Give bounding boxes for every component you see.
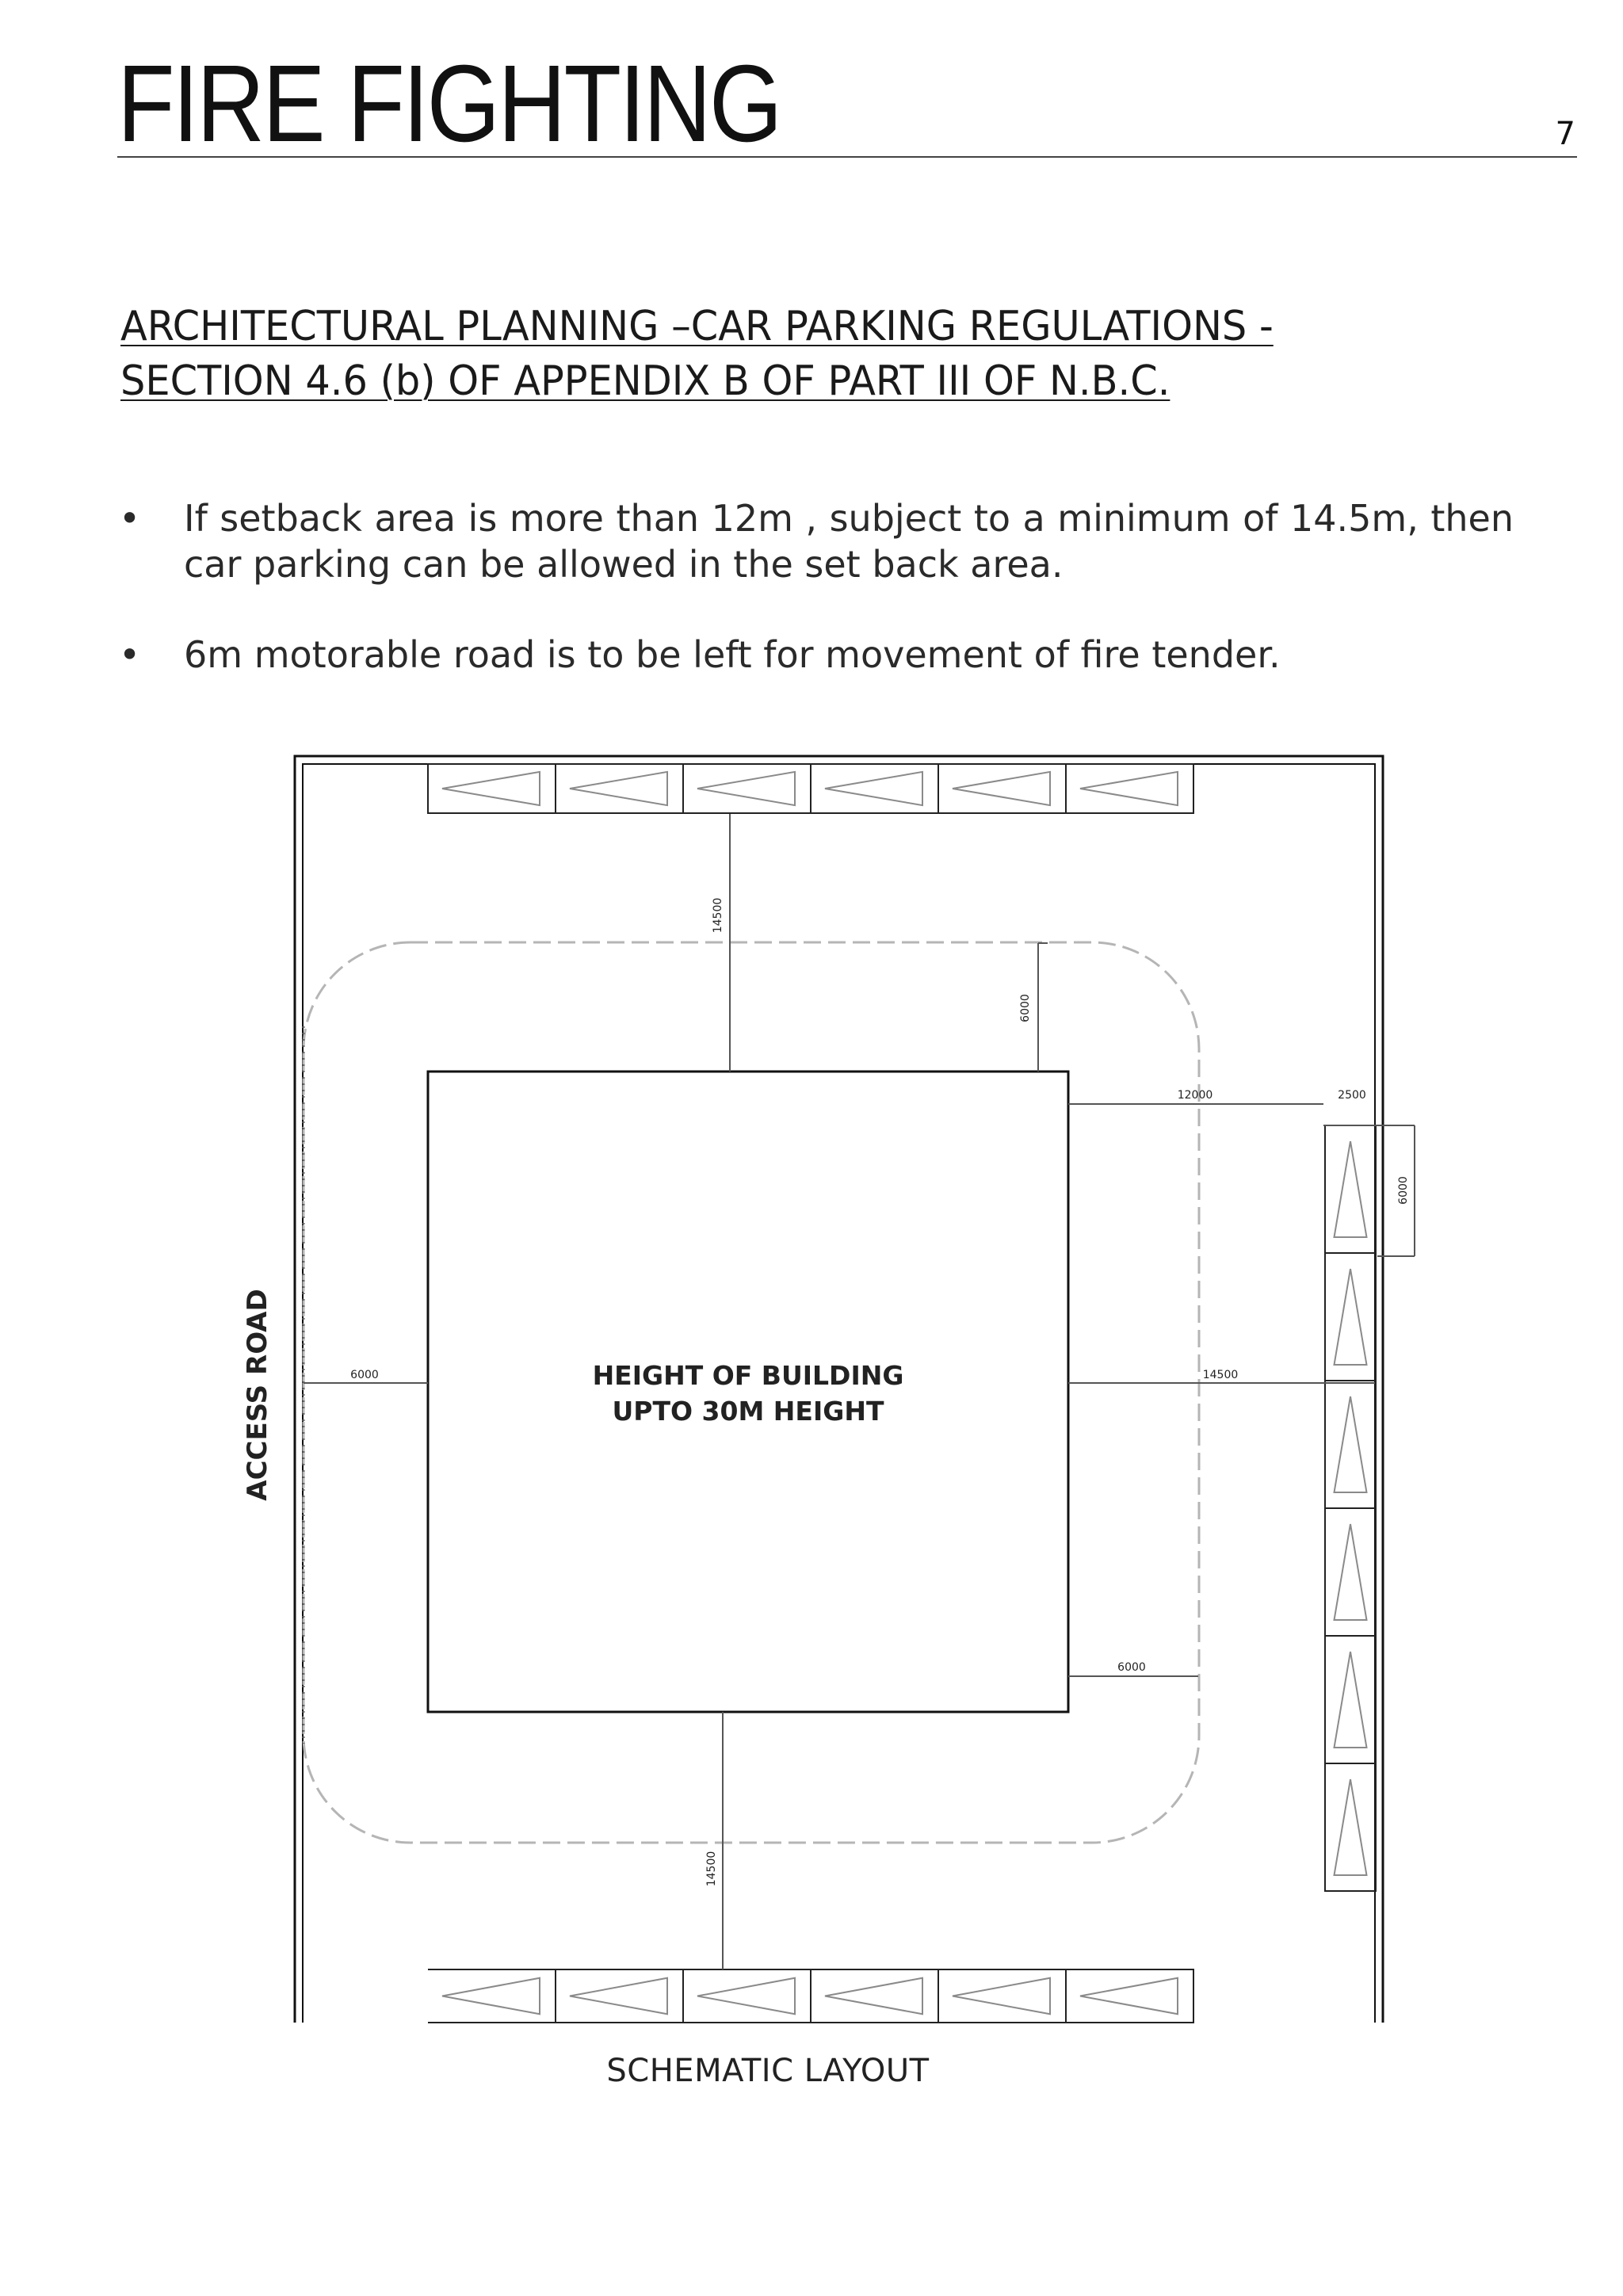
car-marker-icon	[569, 770, 668, 807]
building-label-line-1: HEIGHT OF BUILDING	[593, 1360, 904, 1391]
bullet-marker: •	[119, 633, 141, 676]
parking-bay	[555, 1969, 684, 2023]
access-road-label: ACCESS ROAD	[242, 1289, 273, 1500]
bullet-item: • If setback area is more than 12m , sub…	[119, 495, 1514, 587]
dimension-parking-bay-length: 6000	[1397, 1176, 1410, 1205]
section-heading-line-2: SECTION 4.6 (b) OF APPENDIX B OF PART II…	[120, 357, 1170, 405]
dimension-left-road: 6000	[350, 1369, 379, 1381]
parking-bay	[938, 763, 1067, 814]
section-heading-line-1: ARCHITECTURAL PLANNING –CAR PARKING REGU…	[120, 303, 1274, 350]
bullet-marker: •	[119, 497, 141, 540]
car-marker-icon	[1333, 1523, 1368, 1621]
parking-bay	[555, 763, 684, 814]
parking-row-top	[427, 763, 1194, 814]
building-label-line-2: UPTO 30M HEIGHT	[613, 1396, 884, 1427]
dimension-right-setback-top: 12000	[1178, 1089, 1213, 1102]
parking-bay	[938, 1969, 1067, 2023]
car-marker-icon	[441, 1977, 540, 2015]
parking-bay	[682, 763, 812, 814]
parking-bay	[427, 1969, 556, 2023]
dimension-right-road-bottom: 6000	[1117, 1661, 1146, 1674]
dimension-parking-depth: 2500	[1338, 1089, 1366, 1102]
parking-row-right	[1324, 1125, 1377, 1892]
parking-row-bottom	[427, 1969, 1194, 2023]
parking-bay	[682, 1969, 812, 2023]
schematic-caption: SCHEMATIC LAYOUT	[606, 2053, 930, 2089]
car-marker-icon	[569, 1977, 668, 2015]
car-marker-icon	[697, 770, 796, 807]
car-marker-icon	[824, 770, 923, 807]
car-marker-icon	[824, 1977, 923, 2015]
parking-bay	[1065, 763, 1194, 814]
building-footprint	[426, 1070, 1070, 1713]
dimension-lines	[304, 814, 1415, 1969]
dimension-right-setback-mid: 14500	[1203, 1369, 1239, 1381]
section-heading: ARCHITECTURAL PLANNING –CAR PARKING REGU…	[120, 300, 1476, 409]
car-marker-icon	[952, 1977, 1051, 2015]
car-marker-icon	[697, 1977, 796, 2015]
car-marker-icon	[952, 770, 1051, 807]
bullet-item: • 6m motorable road is to be left for mo…	[119, 632, 1514, 678]
car-marker-icon	[1333, 1778, 1368, 1876]
parking-bay	[1324, 1763, 1377, 1892]
car-marker-icon	[441, 770, 540, 807]
page-number: 7	[1555, 116, 1575, 152]
parking-bay	[427, 763, 556, 814]
dimension-top-road: 6000	[1019, 994, 1032, 1022]
bullet-text: If setback area is more than 12m , subje…	[184, 497, 1514, 586]
car-marker-icon	[1079, 770, 1178, 807]
fire-tender-road	[302, 941, 1201, 1844]
car-marker-icon	[1333, 1651, 1368, 1748]
car-marker-icon	[1333, 1396, 1368, 1493]
dimension-bottom-setback: 14500	[705, 1851, 718, 1887]
page-title: FIRE FIGHTING	[117, 43, 782, 165]
car-marker-icon	[1333, 1140, 1368, 1238]
parking-bay	[1065, 1969, 1194, 2023]
bullet-list: • If setback area is more than 12m , sub…	[119, 495, 1514, 678]
car-marker-icon	[1079, 1977, 1178, 2015]
parking-bay	[810, 1969, 939, 2023]
header-divider	[117, 156, 1577, 158]
bullet-text: 6m motorable road is to be left for move…	[184, 633, 1281, 676]
dimension-top-setback: 14500	[712, 898, 724, 934]
car-marker-icon	[1333, 1268, 1368, 1366]
parking-bay	[810, 763, 939, 814]
